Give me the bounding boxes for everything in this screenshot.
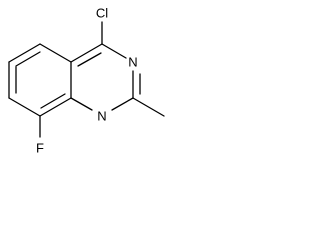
bond-c5-c6-inner [15, 51, 41, 67]
atom-label-chlorine: Cl [96, 6, 108, 21]
atom-label-fluorine: F [36, 141, 44, 156]
bond-c5-c6 [8, 43, 41, 63]
bond-c4a-c4-inner [77, 52, 102, 67]
bond-c4-n3 [101, 43, 127, 59]
bond-c8-c8a-inner [40, 93, 66, 109]
atom-label-nitrogen-3: N [128, 55, 137, 70]
bond-c7-c8 [8, 97, 41, 117]
bond-c2-methyl [132, 97, 165, 117]
bond-c8-c8a [39, 97, 72, 117]
chemical-structure-diagram: Cl N N F [8, 6, 165, 156]
atom-label-nitrogen-1: N [97, 109, 106, 124]
bond-c4a-c4 [70, 43, 103, 63]
bond-c2-n1 [111, 97, 134, 111]
bond-n1-c8a [70, 97, 93, 111]
bond-c4a-c5 [39, 43, 72, 63]
